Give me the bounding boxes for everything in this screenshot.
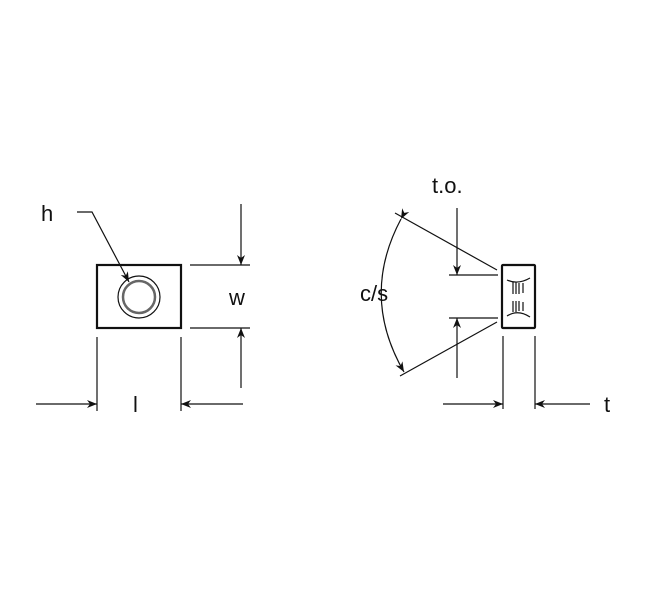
side-view: t.o. c/s t [360,173,610,417]
thread-marks [506,277,531,318]
thread-offset-label: t.o. [432,173,463,198]
nut-body-side [500,263,537,330]
countersink-arc [380,208,410,373]
countersink-label: c/s [360,281,388,306]
hole-label: h [41,201,53,226]
hole-outer [117,275,161,319]
countersink-line-top [394,212,498,271]
length-label: l [133,392,138,417]
countersink-line-bottom [399,321,498,377]
hole-inner [121,279,157,315]
front-view: h w l [36,201,250,417]
hole-leader [77,211,130,283]
nut-body-front [95,263,183,330]
thickness-label: t [604,392,610,417]
width-label: w [228,285,245,310]
